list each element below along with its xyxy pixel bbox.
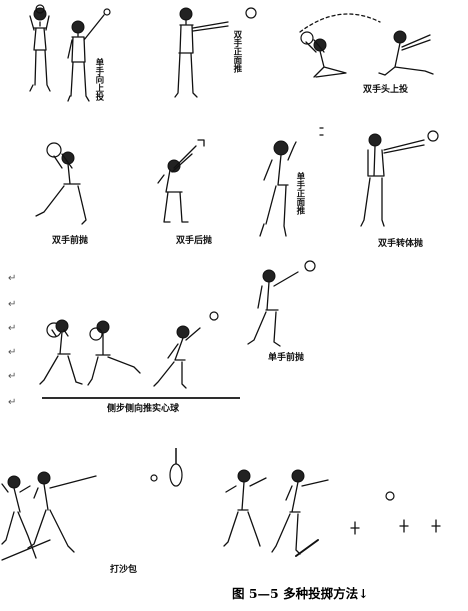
return-mark: ↵ xyxy=(8,397,17,408)
figure-sidestep-2 xyxy=(87,320,141,386)
label-sandbag: 打沙包 xyxy=(110,565,138,575)
figure-sidestep-1 xyxy=(39,319,83,385)
label-one-hand-front-push: 单手正面推 xyxy=(294,172,305,215)
return-mark: ↵ xyxy=(8,273,17,284)
return-mark: ↵ xyxy=(8,323,17,334)
label-two-hand-forward: 双手前抛 xyxy=(52,236,89,246)
label-two-hand-backward: 双手后抛 xyxy=(176,236,213,246)
return-mark: ↵ xyxy=(8,299,17,310)
figure-sandbag-2 xyxy=(27,471,158,553)
figure-two-hand-forward xyxy=(35,142,87,225)
figure-two-hand-overhead-2 xyxy=(299,13,434,76)
figure-two-hand-overhead-1 xyxy=(300,31,347,78)
figure-one-hand-upward-2 xyxy=(67,8,111,102)
figure-one-hand-forward xyxy=(247,260,316,347)
figure-one-hand-front-push xyxy=(259,127,324,237)
label-two-hand-chest-pass: 双手正面推 xyxy=(231,30,242,73)
figure-two-hand-backward xyxy=(157,139,205,223)
figure-two-hand-side xyxy=(360,130,439,227)
figure-caption: 图 5—5 多种投掷方法↓ xyxy=(232,586,369,601)
label-one-hand-upward: 单手向上投 xyxy=(93,58,104,101)
sandbag-target xyxy=(169,448,183,487)
label-two-hand-overhead: 双手头上投 xyxy=(363,85,409,95)
figure-throw-pair-1 xyxy=(223,469,267,547)
return-mark: ↵ xyxy=(8,371,17,382)
figure-throw-pair-2 xyxy=(271,469,395,557)
return-mark: ↵ xyxy=(8,347,17,358)
label-two-hand-side: 双手转体抛 xyxy=(378,239,424,249)
figure-one-hand-upward-1 xyxy=(29,4,51,92)
figure-two-hand-chest-pass xyxy=(174,7,257,98)
label-sidestep-throw: 侧步侧向推实心球 xyxy=(107,404,180,414)
mark-4-c xyxy=(431,519,441,533)
mark-4-b xyxy=(399,519,409,533)
mark-4-a xyxy=(350,521,360,535)
figure-sandbag-1 xyxy=(1,475,51,561)
figure-sidestep-3 xyxy=(153,311,219,389)
label-one-hand-forward: 单手前抛 xyxy=(268,353,305,363)
